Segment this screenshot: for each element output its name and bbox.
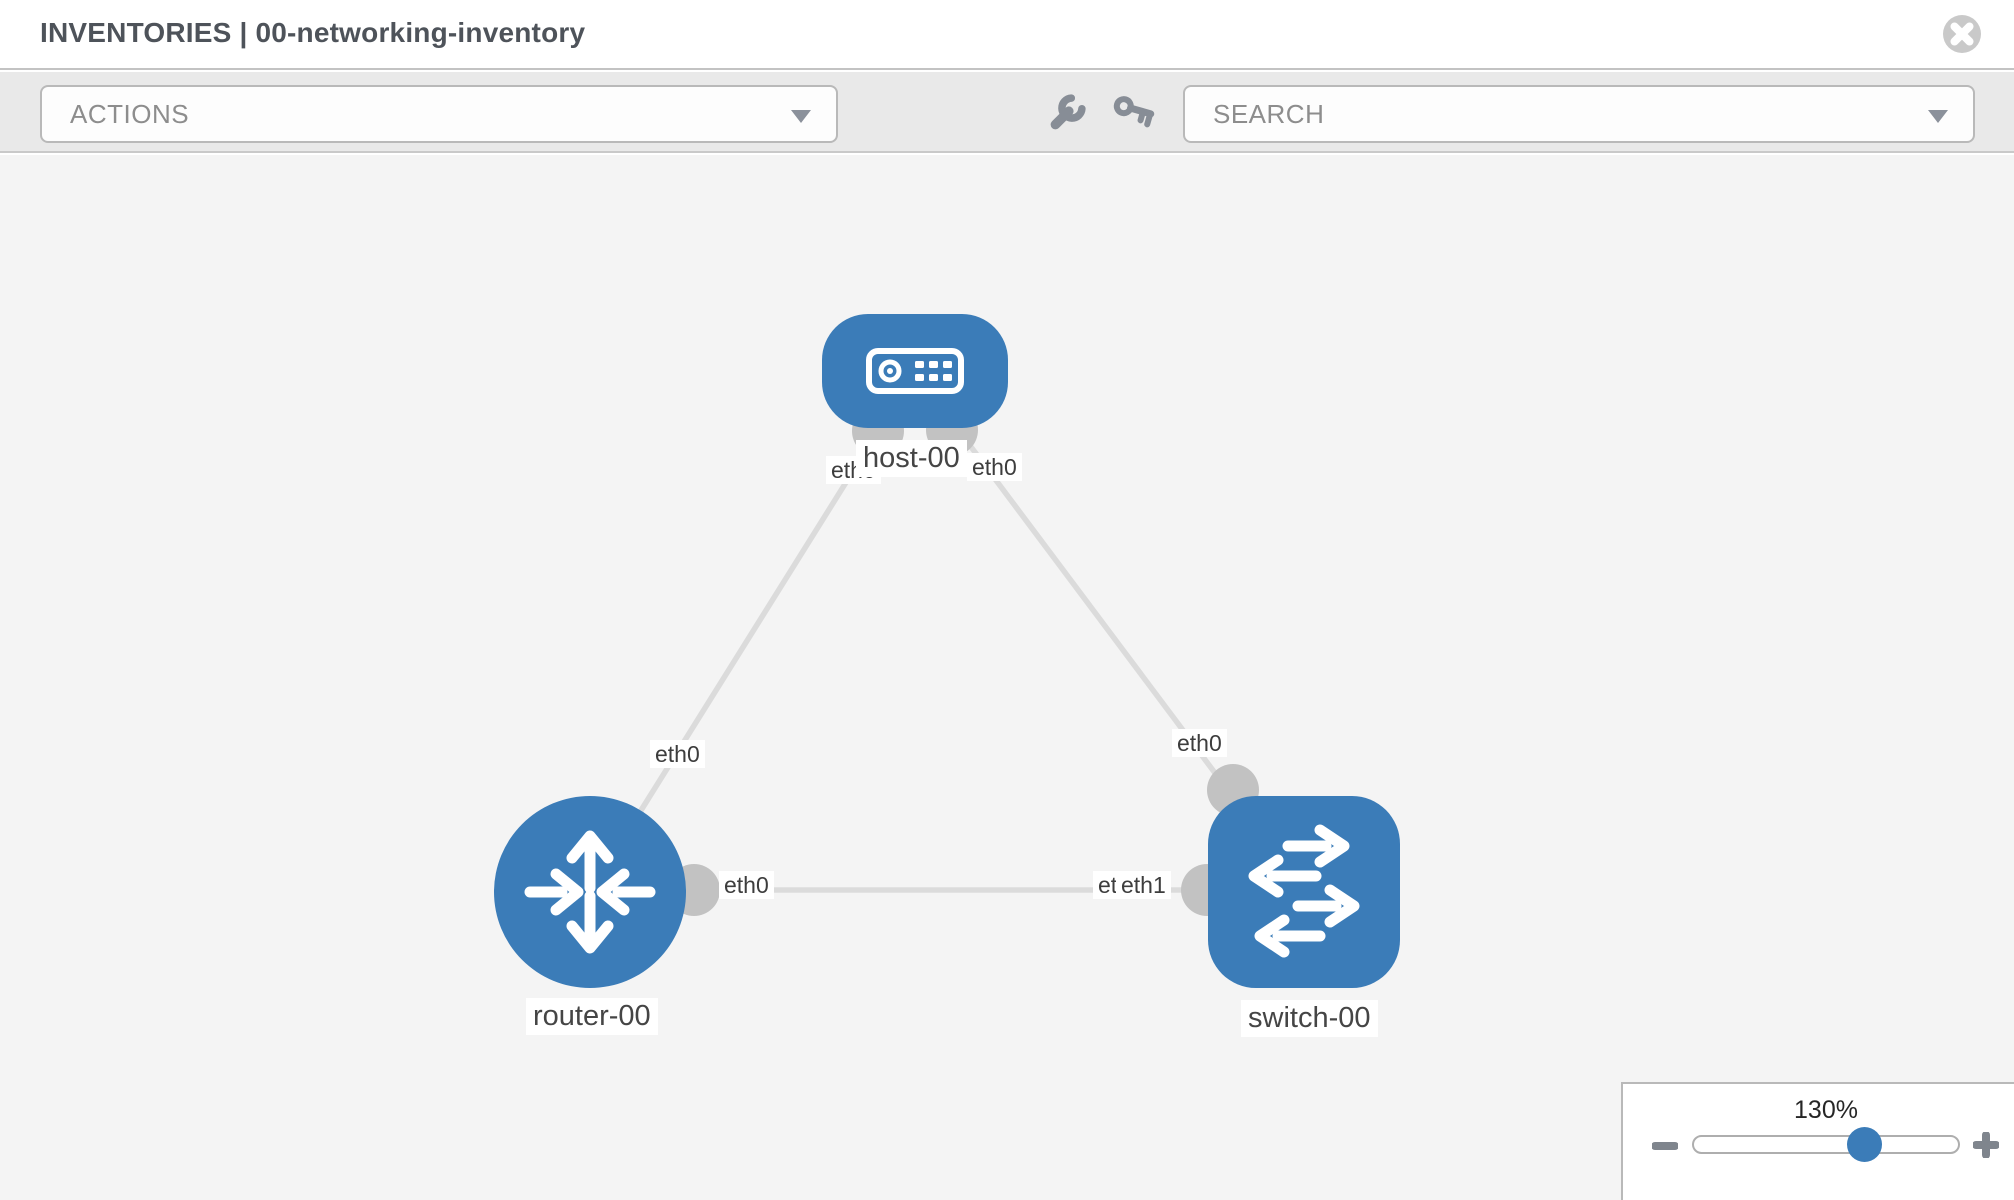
header-bar: INVENTORIES | 00-networking-inventory — [0, 0, 2014, 70]
circle-x-icon — [1943, 15, 1981, 53]
interface-label: eth0 — [650, 740, 705, 768]
node-label-host: host-00 — [856, 440, 967, 477]
zoom-slider-thumb[interactable] — [1847, 1127, 1882, 1162]
actions-dropdown-label: ACTIONS — [70, 98, 190, 129]
configure-button[interactable] — [1044, 92, 1088, 136]
actions-dropdown[interactable]: ACTIONS — [40, 85, 838, 143]
interface-label: eth1 — [1116, 871, 1171, 899]
node-label-switch: switch-00 — [1241, 1000, 1378, 1037]
search-placeholder: SEARCH — [1213, 98, 1325, 129]
interface-label: eth0 — [826, 456, 881, 484]
credentials-button[interactable] — [1111, 92, 1155, 136]
node-label-router: router-00 — [526, 998, 658, 1035]
interface-label: eth0 — [719, 871, 774, 899]
node-switch-00[interactable] — [1208, 796, 1400, 988]
zoom-level: 130% — [1794, 1096, 1858, 1124]
plus-icon — [1972, 1131, 2000, 1159]
chevron-down-icon — [791, 110, 811, 123]
zoom-in-button[interactable] — [1972, 1131, 2000, 1159]
interface-label: eth0 — [1172, 729, 1227, 757]
chevron-down-icon — [1928, 110, 1948, 123]
minus-icon — [1651, 1142, 1679, 1150]
page-title: INVENTORIES | 00-networking-inventory — [40, 17, 586, 48]
wrench-icon — [1050, 94, 1086, 130]
node-host-00[interactable] — [822, 314, 1008, 428]
switch-icon — [1248, 824, 1360, 958]
node-router-00[interactable] — [494, 796, 686, 988]
key-icon — [1113, 96, 1155, 128]
toolbar: ACTIONS SEARCH — [0, 72, 2014, 153]
zoom-slider-track[interactable] — [1692, 1135, 1960, 1154]
router-icon — [524, 830, 656, 954]
edge-endpoints — [668, 404, 1259, 916]
zoom-out-button[interactable] — [1651, 1133, 1679, 1159]
close-button[interactable] — [1940, 11, 1984, 55]
zoom-widget: 130% — [1621, 1082, 2014, 1200]
topology-canvas[interactable]: eth0 eth0 eth0 eth0 eth0 eth0 eth1 host-… — [0, 155, 2014, 1200]
search-dropdown[interactable]: SEARCH — [1183, 85, 1975, 143]
host-icon — [866, 348, 964, 394]
interface-label: eth0 — [967, 453, 1022, 481]
